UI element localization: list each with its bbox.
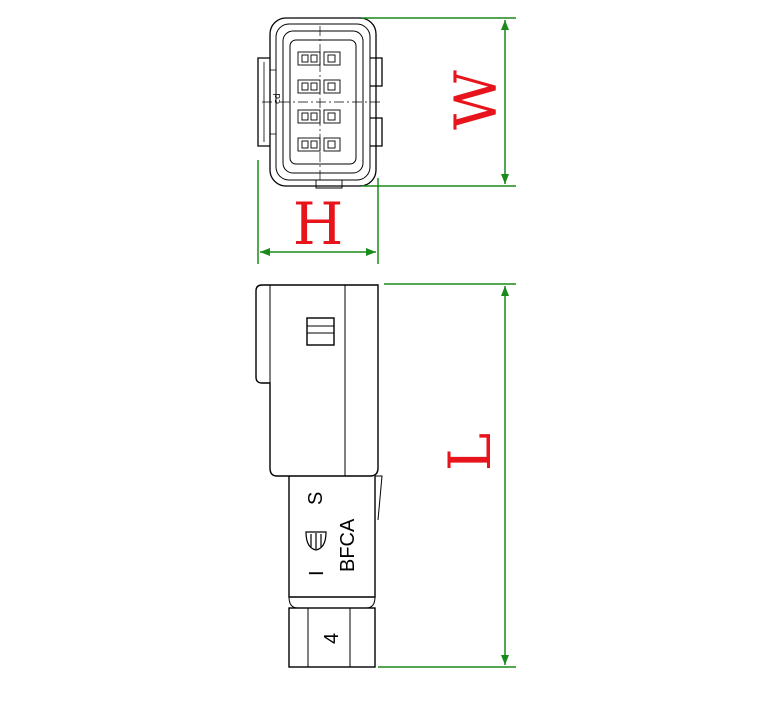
side-boot xyxy=(288,476,376,598)
dimension-lines xyxy=(257,17,516,668)
molded-number: 4 xyxy=(321,633,343,644)
molded-text-s: S xyxy=(305,492,327,505)
front-tab-lower xyxy=(370,117,383,147)
front-tab-upper xyxy=(370,57,383,87)
front-latch-left xyxy=(257,57,270,147)
side-body xyxy=(255,284,379,477)
height-label: H xyxy=(293,190,344,258)
brand-logo-icon xyxy=(305,531,327,551)
front-view: cd xyxy=(257,17,383,189)
cavity-grid xyxy=(297,51,341,152)
side-view xyxy=(255,284,383,668)
svg-text:cd: cd xyxy=(273,93,283,104)
width-label: W xyxy=(442,70,510,130)
molded-text-i: I xyxy=(306,570,328,576)
side-window xyxy=(306,317,335,346)
length-label: L xyxy=(436,433,504,472)
side-end-cap xyxy=(288,607,376,668)
molded-text-bfca: BFCA xyxy=(337,518,359,572)
